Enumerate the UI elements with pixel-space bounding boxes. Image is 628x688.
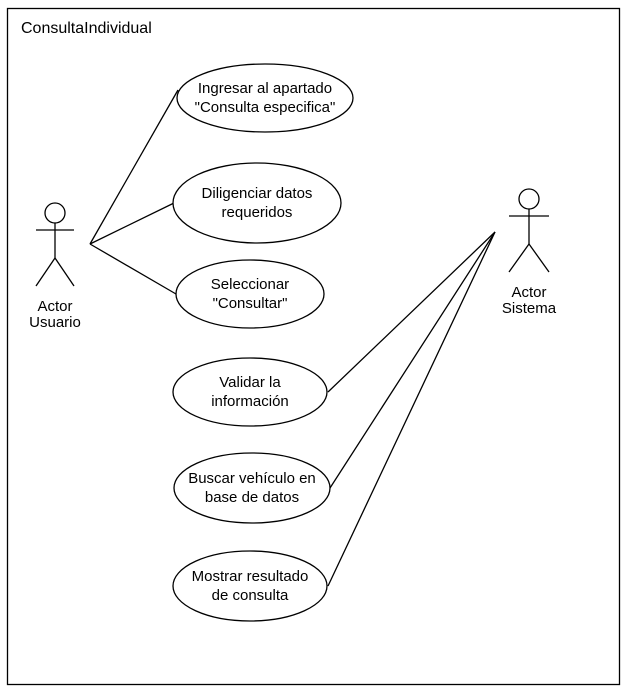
use-case-buscar-line2: base de datos (205, 489, 299, 506)
actor-user-label-line1: Actor (37, 298, 72, 315)
use-case-buscar-line1: Buscar vehículo en (188, 470, 316, 487)
use-case-seleccionar-line1: Seleccionar (211, 276, 289, 293)
use-case-ingresar-line1: Ingresar al apartado (198, 80, 332, 97)
association-system-mostrar (327, 231, 496, 587)
actor-system-label-line1: Actor (511, 284, 546, 301)
association-user-ingresar (89, 89, 179, 245)
use-case-buscar-ellipse (173, 452, 331, 524)
use-case-ingresar: Ingresar al apartado "Consulta especific… (176, 63, 354, 133)
use-case-validar-line1: Validar la (219, 374, 281, 391)
use-case-diligenciar-ellipse (172, 162, 342, 244)
use-case-seleccionar-line2: "Consultar" (213, 295, 288, 312)
use-case-mostrar-ellipse (172, 550, 328, 622)
use-case-ingresar-line2: "Consulta especifica" (195, 99, 336, 116)
use-case-validar: Validar la información (172, 357, 328, 427)
user-associations (89, 89, 179, 295)
association-system-buscar (329, 231, 496, 489)
actor-user-label-line2: Usuario (29, 314, 81, 331)
use-case-validar-line2: información (211, 393, 289, 410)
association-user-seleccionar (89, 243, 177, 295)
actor-system-right-leg (528, 243, 550, 273)
use-case-diligenciar-line1: Diligenciar datos (202, 185, 313, 202)
association-system-validar (327, 231, 496, 393)
use-case-mostrar-line1: Mostrar resultado (192, 568, 309, 585)
actor-user-left-leg (35, 257, 56, 287)
boundary-title: ConsultaIndividual (21, 20, 152, 37)
use-case-mostrar: Mostrar resultado de consulta (172, 550, 328, 622)
actor-system-left-leg (508, 243, 530, 273)
system-associations (327, 231, 496, 587)
actor-user (35, 202, 75, 287)
use-case-diligenciar-line2: requeridos (222, 204, 293, 221)
use-case-seleccionar-ellipse (175, 259, 325, 329)
use-case-mostrar-line2: de consulta (212, 587, 289, 604)
use-case-ingresar-ellipse (176, 63, 354, 133)
actor-user-right-leg (54, 257, 75, 287)
actor-system (508, 188, 550, 273)
association-user-diligenciar (89, 202, 175, 245)
actor-system-label-line2: Sistema (502, 300, 557, 317)
use-case-validar-ellipse (172, 357, 328, 427)
use-case-buscar: Buscar vehículo en base de datos (173, 452, 331, 524)
use-case-diligenciar: Diligenciar datos requeridos (172, 162, 342, 244)
use-case-seleccionar: Seleccionar "Consultar" (175, 259, 325, 329)
